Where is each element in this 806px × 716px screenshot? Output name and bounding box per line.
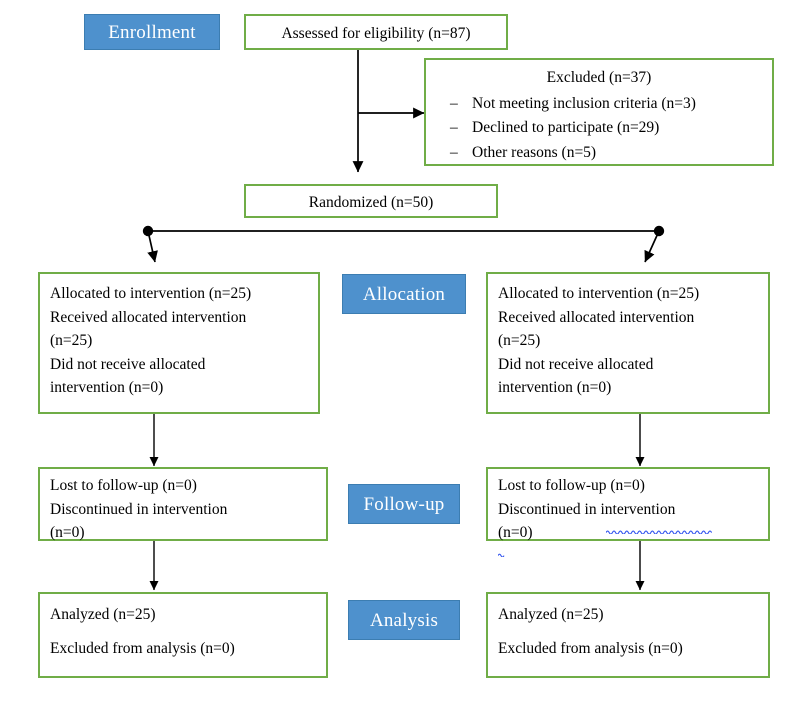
box-randomized: Randomized (n=50) bbox=[244, 184, 498, 218]
followup-right-line3-text: (n=0) bbox=[498, 524, 533, 542]
allocation-right-line: Allocated to intervention (n=25) bbox=[498, 285, 700, 302]
dash-bullet-icon: – bbox=[450, 94, 458, 112]
box-followup-left: Lost to follow-up (n=0) Discontinued in … bbox=[38, 467, 328, 541]
allocation-left-line: (n=25) bbox=[50, 332, 93, 350]
analysis-left-analyzed: Analyzed (n=25) bbox=[50, 606, 156, 623]
dash-bullet-icon: – bbox=[450, 144, 458, 162]
spellcheck-squiggle-mark bbox=[497, 541, 507, 558]
excluded-title: Excluded (n=37) bbox=[546, 69, 652, 86]
box-allocation-right: Allocated to intervention (n=25) Receive… bbox=[486, 272, 770, 414]
followup-left-line: Lost to follow-up (n=0) bbox=[50, 477, 197, 494]
allocation-left-line: intervention (n=0) bbox=[50, 379, 164, 397]
analysis-right-excluded: Excluded from analysis (n=0) bbox=[498, 639, 683, 657]
stage-label-analysis-text: Analysis bbox=[369, 609, 439, 631]
followup-right-line-misspelled: Discontinued in intervention bbox=[498, 498, 758, 535]
excluded-reason-text: Other reasons (n=5) bbox=[472, 144, 597, 162]
box-assessed-for-eligibility: Assessed for eligibility (n=87) bbox=[244, 14, 508, 50]
excluded-reason-list: – Not meeting inclusion criteria (n=3) –… bbox=[436, 92, 762, 166]
followup-right-line: (n=0) bbox=[497, 521, 758, 558]
stage-label-analysis: Analysis bbox=[348, 600, 460, 640]
stage-label-allocation: Allocation bbox=[342, 274, 466, 314]
stage-label-enrollment-text: Enrollment bbox=[108, 21, 196, 43]
followup-right-line: Lost to follow-up (n=0) bbox=[498, 477, 645, 494]
box-followup-right: Lost to follow-up (n=0) Discontinued in … bbox=[486, 467, 770, 558]
excluded-reason-text: Not meeting inclusion criteria (n=3) bbox=[472, 94, 696, 112]
stage-label-followup: Follow-up bbox=[348, 484, 460, 524]
randomized-text: Randomized (n=50) bbox=[308, 194, 434, 211]
followup-right-prefix: Discontinued in bbox=[498, 500, 601, 518]
split-node-left-dot bbox=[142, 225, 154, 237]
assessed-text: Assessed for eligibility (n=87) bbox=[281, 25, 471, 42]
excluded-reason-item: – Declined to participate (n=29) bbox=[436, 116, 762, 141]
spacer bbox=[498, 627, 758, 637]
spacer bbox=[50, 627, 316, 637]
dash-bullet-icon: – bbox=[450, 119, 458, 137]
box-allocation-left: Allocated to intervention (n=25) Receive… bbox=[38, 272, 320, 414]
allocation-left-line: Allocated to intervention (n=25) bbox=[50, 285, 252, 302]
allocation-left-line: Received allocated intervention bbox=[50, 308, 247, 326]
excluded-reason-item: – Other reasons (n=5) bbox=[436, 141, 762, 166]
box-analysis-left: Analyzed (n=25) Excluded from analysis (… bbox=[38, 592, 328, 678]
allocation-right-line: Received allocated intervention bbox=[498, 308, 695, 326]
excluded-reason-item: – Not meeting inclusion criteria (n=3) bbox=[436, 92, 762, 117]
connector-split-to-allocation-right bbox=[644, 230, 660, 263]
excluded-reason-text: Declined to participate (n=29) bbox=[472, 119, 660, 137]
spellcheck-word: intervention bbox=[600, 500, 676, 518]
stage-label-enrollment: Enrollment bbox=[84, 14, 220, 50]
allocation-left-line: Did not receive allocated bbox=[50, 355, 206, 373]
allocation-right-line: (n=25) bbox=[498, 332, 541, 350]
allocation-right-line: intervention (n=0) bbox=[498, 379, 612, 397]
box-excluded: Excluded (n=37) – Not meeting inclusion … bbox=[424, 58, 774, 166]
stage-label-followup-text: Follow-up bbox=[363, 493, 445, 515]
followup-left-line: Discontinued in intervention bbox=[50, 500, 228, 518]
analysis-left-excluded: Excluded from analysis (n=0) bbox=[50, 639, 235, 657]
allocation-right-line: Did not receive allocated bbox=[498, 355, 654, 373]
stage-label-allocation-text: Allocation bbox=[362, 283, 446, 305]
connector-split-to-allocation-left bbox=[147, 230, 158, 263]
analysis-right-analyzed: Analyzed (n=25) bbox=[498, 606, 604, 623]
followup-left-line: (n=0) bbox=[50, 524, 85, 542]
box-analysis-right: Analyzed (n=25) Excluded from analysis (… bbox=[486, 592, 770, 678]
split-node-right-dot bbox=[653, 225, 665, 237]
